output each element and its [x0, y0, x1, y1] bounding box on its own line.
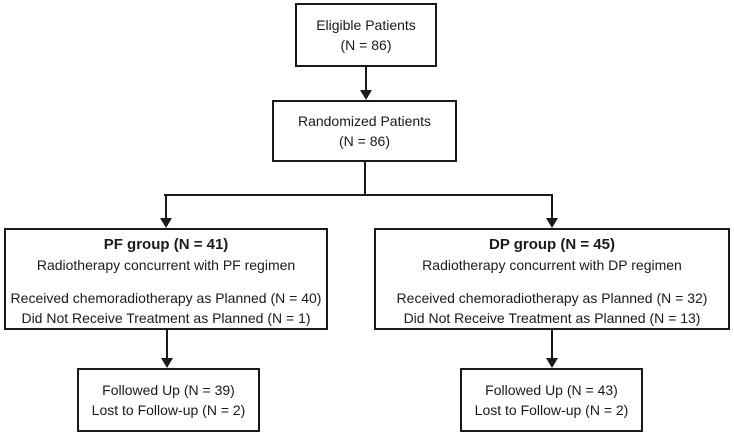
- pf-lost-to-followup: Lost to Follow-up (N = 2): [91, 402, 246, 418]
- dp-group-subtitle: Radiotherapy concurrent with DP regimen: [422, 257, 682, 273]
- arrowhead-branch-left: [160, 218, 172, 228]
- dp-followed-up: Followed Up (N = 43): [485, 382, 618, 398]
- eligible-patients-label: Eligible Patients: [316, 17, 416, 33]
- connector-branch-horizontal: [164, 194, 553, 196]
- connector-randomized-stem: [364, 162, 366, 196]
- dp-group-title: DP group (N = 45): [489, 236, 615, 253]
- randomized-patients-label: Randomized Patients: [297, 113, 432, 129]
- connector-branch-left: [165, 196, 167, 220]
- arrowhead-pf-to-followup: [161, 358, 173, 368]
- dp-followup-box: Followed Up (N = 43) Lost to Follow-up (…: [460, 368, 643, 432]
- connector-branch-right: [551, 196, 553, 220]
- pf-group-subtitle: Radiotherapy concurrent with PF regimen: [36, 257, 296, 273]
- pf-group-title: PF group (N = 41): [103, 236, 229, 253]
- randomized-patients-box: Randomized Patients (N = 86): [272, 100, 457, 162]
- eligible-patients-count: (N = 86): [340, 37, 392, 53]
- arrowhead-eligible-to-randomized: [360, 90, 372, 100]
- randomized-patients-count: (N = 86): [339, 133, 390, 149]
- pf-group-received: Received chemoradiotherapy as Planned (N…: [10, 290, 322, 306]
- arrowhead-dp-to-followup: [546, 358, 558, 368]
- dp-group-received: Received chemoradiotherapy as Planned (N…: [396, 290, 708, 306]
- arrowhead-branch-right: [546, 218, 558, 228]
- pf-group-box: PF group (N = 41) Radiotherapy concurren…: [4, 228, 328, 330]
- connector-eligible-to-randomized: [365, 67, 367, 92]
- pf-followed-up: Followed Up (N = 39): [102, 382, 235, 398]
- connector-pf-to-followup: [166, 330, 168, 360]
- connector-dp-to-followup: [551, 330, 553, 360]
- pf-followup-box: Followed Up (N = 39) Lost to Follow-up (…: [77, 368, 260, 432]
- dp-group-box: DP group (N = 45) Radiotherapy concurren…: [374, 228, 730, 330]
- dp-group-not-received: Did Not Receive Treatment as Planned (N …: [403, 310, 701, 326]
- pf-group-not-received: Did Not Receive Treatment as Planned (N …: [21, 310, 311, 326]
- eligible-patients-box: Eligible Patients (N = 86): [295, 3, 437, 67]
- dp-lost-to-followup: Lost to Follow-up (N = 2): [474, 402, 629, 418]
